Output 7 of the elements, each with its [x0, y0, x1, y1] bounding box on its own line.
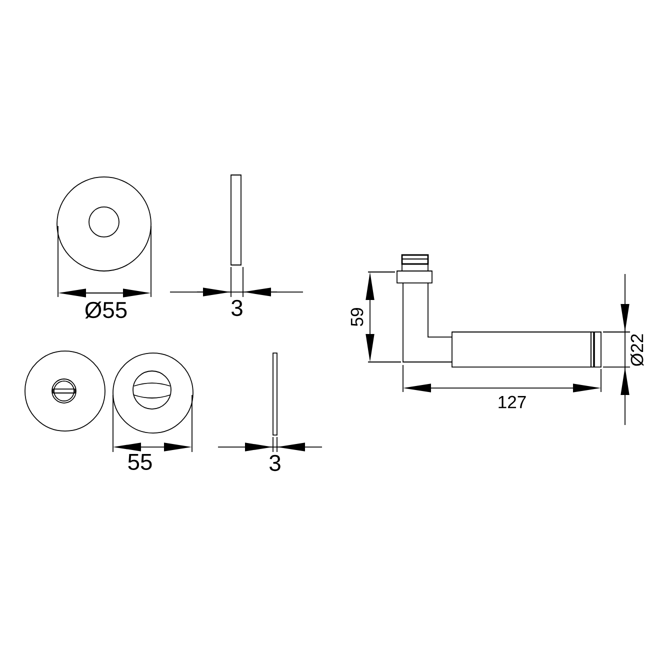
dimension-label: 127	[498, 396, 526, 408]
dimension-label: 3	[232, 300, 242, 316]
dimension-label: Ø55	[85, 302, 127, 318]
dimension-label: 3	[270, 454, 280, 472]
dimension-label: Ø22	[630, 334, 644, 366]
dimension-label: 59	[350, 308, 364, 326]
dimension-label: 55	[128, 454, 152, 470]
